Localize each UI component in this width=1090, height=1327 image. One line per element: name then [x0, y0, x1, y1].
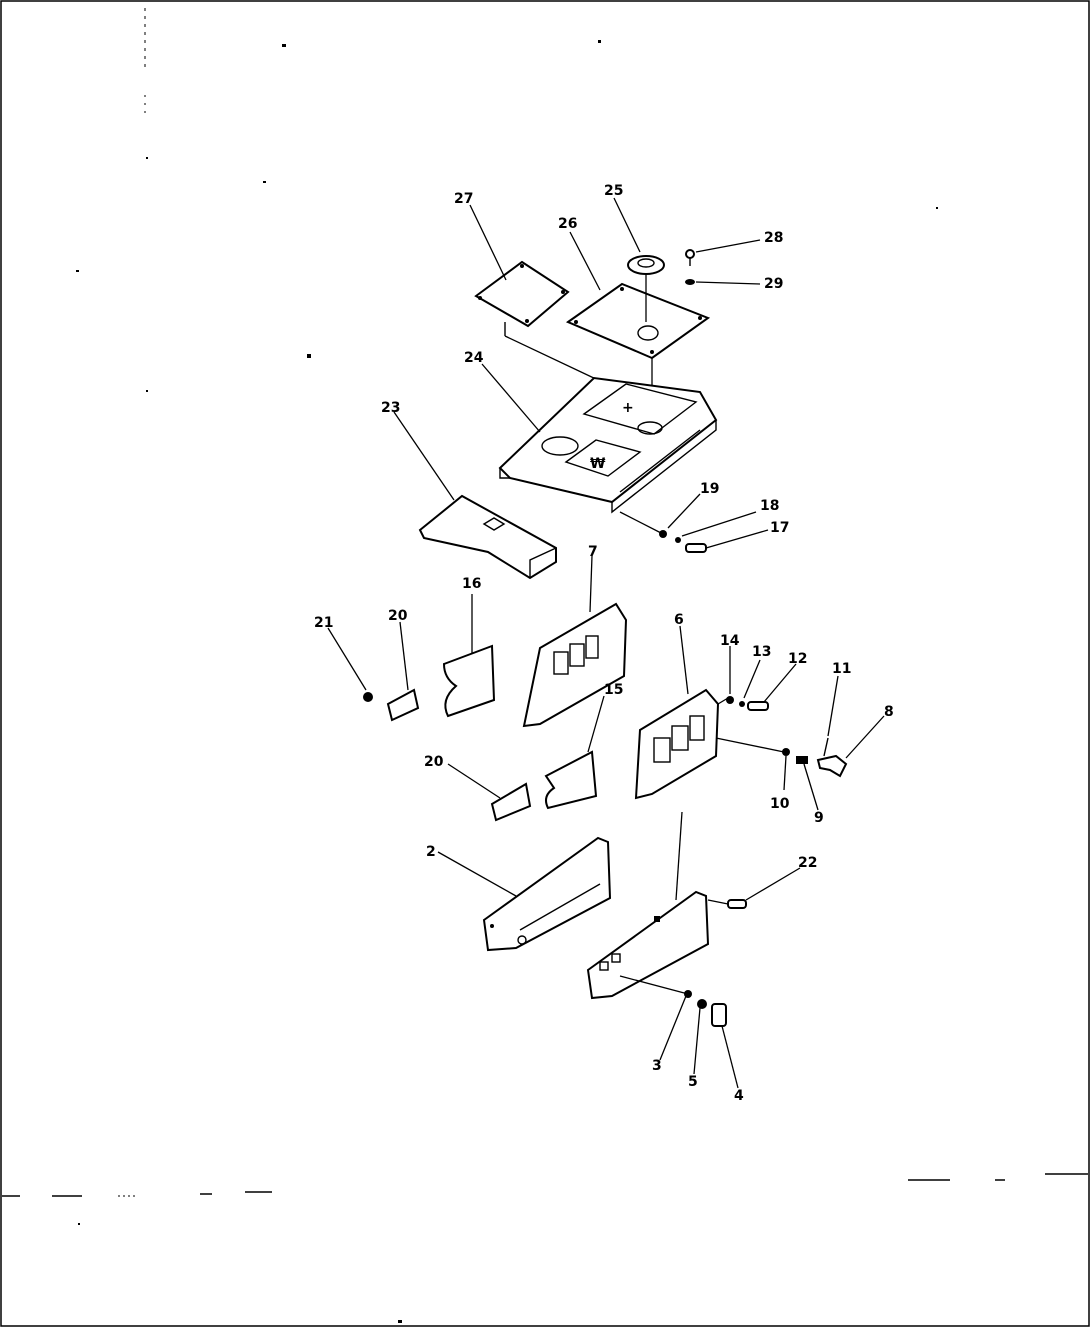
part-9-spring — [796, 756, 808, 764]
part-25-grommet — [627, 255, 665, 322]
callout-14: 14 — [720, 633, 740, 649]
callout-19: 19 — [700, 481, 719, 497]
part-4-bolt — [711, 1003, 727, 1027]
callout-13: 13 — [752, 644, 771, 660]
part-17-bolt — [685, 543, 707, 553]
callout-2: 2 — [426, 844, 436, 860]
lower-right-side-panel — [586, 811, 710, 1000]
part-20-bracket-lower — [490, 782, 532, 822]
callout-6: 6 — [674, 612, 684, 628]
part-15-bracket — [544, 750, 598, 810]
part-12-bolt — [747, 701, 769, 711]
callout-20-upper: 20 — [388, 608, 408, 624]
svg-text:+: + — [622, 400, 634, 416]
callout-18: 18 — [760, 498, 779, 514]
callout-4: 4 — [734, 1088, 744, 1104]
part-20-bracket-upper — [386, 688, 420, 722]
callout-24: 24 — [464, 350, 484, 366]
part-13-washer — [739, 701, 745, 707]
callout-22: 22 — [798, 855, 817, 871]
callout-8: 8 — [884, 704, 894, 720]
callout-25: 25 — [604, 183, 623, 199]
callout-17: 17 — [770, 520, 789, 536]
callout-27: 27 — [454, 191, 473, 207]
callout-9: 9 — [814, 810, 824, 826]
part-26-cover-plate — [565, 282, 711, 420]
callout-12: 12 — [788, 651, 807, 667]
part-5-washer — [697, 999, 707, 1009]
callout-28: 28 — [764, 230, 783, 246]
callout-29: 29 — [764, 276, 783, 292]
callout-7: 7 — [588, 544, 598, 560]
leader-lines — [327, 197, 885, 1089]
part-14-washer — [726, 696, 734, 704]
part-2-side-panel — [482, 836, 612, 952]
part-7-switch-panel — [522, 602, 628, 728]
part-23-hood-panel — [418, 494, 557, 580]
callout-16: 16 — [462, 576, 481, 592]
part-24-dashboard-frame: + ₩ — [498, 376, 718, 514]
part-27-cover-plate — [474, 260, 599, 381]
callout-11: 11 — [832, 661, 851, 677]
callout-23: 23 — [381, 400, 400, 416]
scan-artifacts — [2, 8, 1088, 1323]
part-21-bolt — [363, 692, 373, 702]
part-8-knob — [816, 754, 848, 778]
part-18-washer — [675, 537, 681, 543]
callout-15: 15 — [604, 682, 623, 698]
part-10-washer — [782, 748, 790, 756]
part-6-switch-panel — [634, 688, 785, 800]
part-11-pin — [823, 737, 829, 757]
callout-10: 10 — [770, 796, 790, 812]
callout-20-lower: 20 — [424, 754, 444, 770]
svg-text:₩: ₩ — [590, 456, 606, 472]
callout-26: 26 — [558, 216, 577, 232]
part-28-bolt — [685, 249, 695, 266]
part-29-washer — [685, 279, 695, 285]
part-16-bracket — [442, 644, 496, 718]
callout-21: 21 — [314, 615, 333, 631]
part-22-bolt — [707, 899, 747, 909]
callout-3: 3 — [652, 1058, 662, 1074]
callout-labels: 27 25 26 28 29 24 23 19 18 17 16 7 21 20… — [314, 183, 894, 1104]
callout-5: 5 — [688, 1074, 698, 1090]
